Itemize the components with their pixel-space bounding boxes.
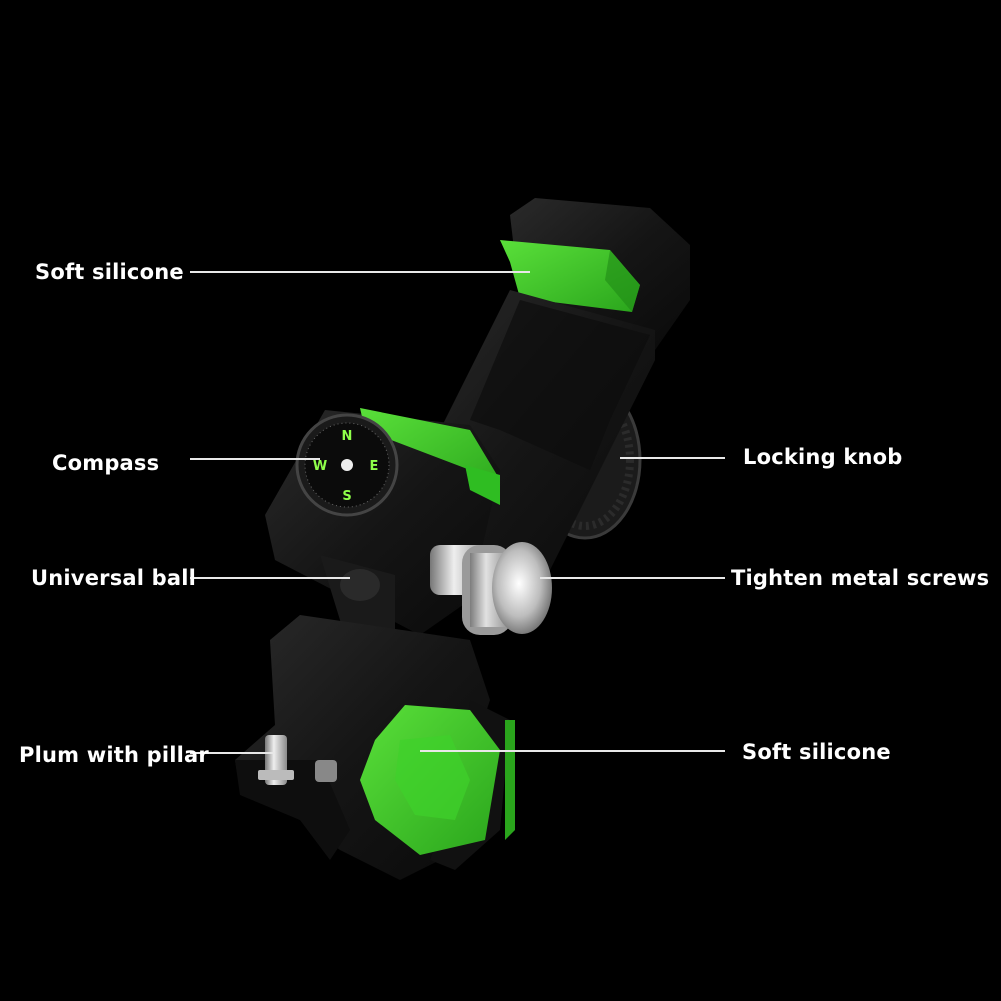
compass-south: S bbox=[342, 489, 351, 504]
bottom-silicone-pad bbox=[360, 705, 515, 855]
compass-west: W bbox=[313, 459, 327, 474]
leader-line-universal-ball bbox=[190, 577, 350, 579]
label-soft-silicone-top: Soft silicone bbox=[35, 260, 184, 284]
leader-line-locking-knob bbox=[620, 457, 725, 459]
leader-line-soft-silicone-top bbox=[190, 271, 530, 273]
compass-icon: N E S W bbox=[295, 413, 399, 517]
label-locking-knob: Locking knob bbox=[743, 445, 903, 469]
label-plum-with-pillar: Plum with pillar bbox=[19, 743, 209, 767]
label-soft-silicone-bottom: Soft silicone bbox=[742, 740, 891, 764]
compass-east: E bbox=[370, 459, 379, 474]
leader-line-plum-with-pillar bbox=[190, 752, 275, 754]
label-compass: Compass bbox=[52, 451, 160, 475]
leader-line-tighten-metal-screws bbox=[540, 577, 725, 579]
label-universal-ball: Universal ball bbox=[31, 566, 197, 590]
leader-line-compass bbox=[190, 458, 320, 460]
compass-north: N bbox=[342, 429, 353, 444]
label-tighten-metal-screws: Tighten metal screws bbox=[731, 566, 990, 590]
tighten-metal-screw bbox=[430, 542, 552, 635]
plum-pillar-bolt bbox=[258, 735, 337, 785]
leader-line-soft-silicone-bottom bbox=[420, 750, 725, 752]
